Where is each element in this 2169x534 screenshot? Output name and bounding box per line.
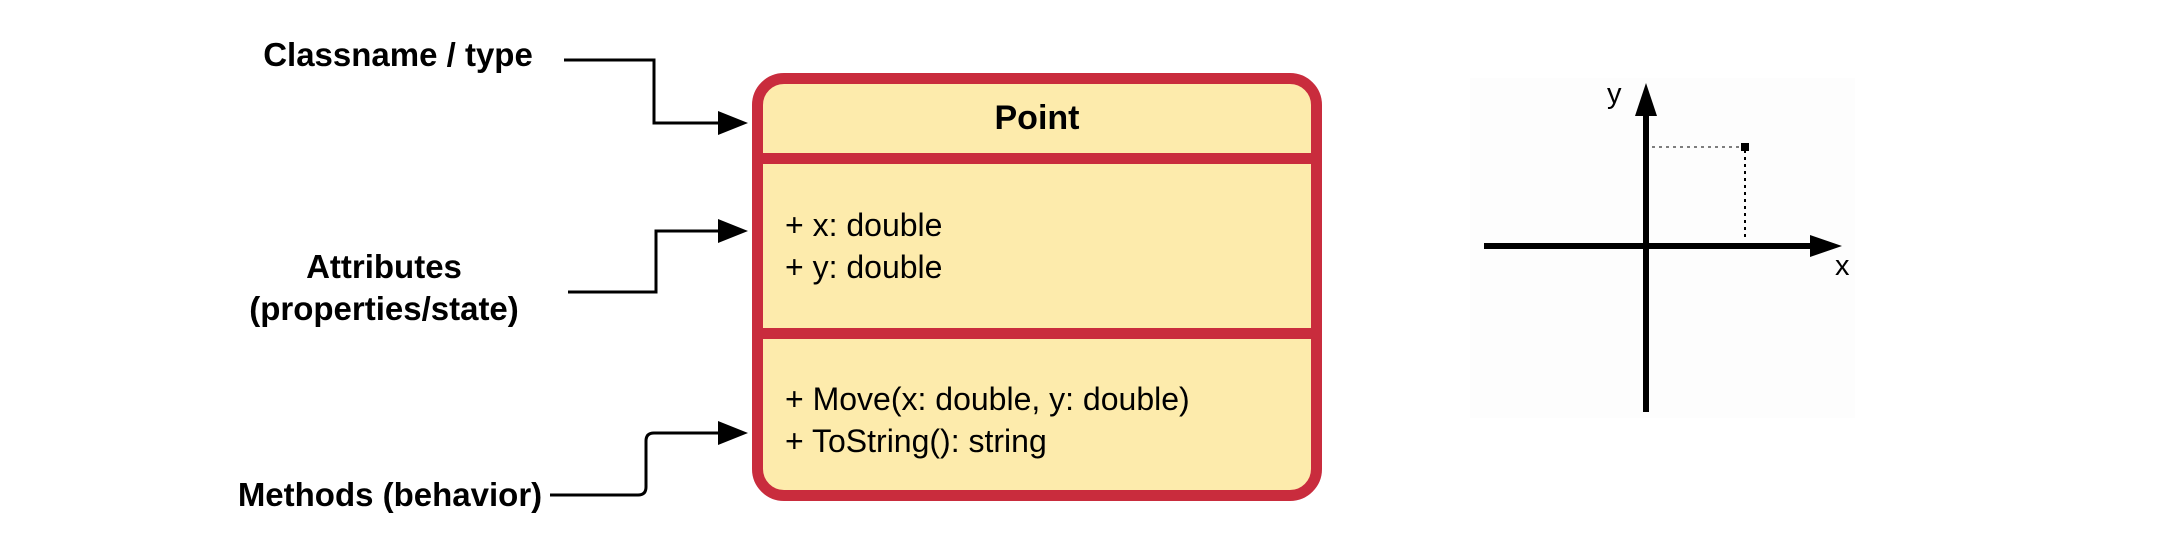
attributes-annotation-line1: Attributes [306,248,462,285]
classname-arrowhead [718,111,748,135]
methods-arrowhead [718,421,748,445]
method-item: + Move(x: double, y: double) [785,381,1190,417]
class-name: Point [763,84,1311,164]
methods-annotation: Methods (behavior) [237,476,543,513]
x-axis-arrowhead [1810,235,1842,257]
uml-class-box: Point + x: double + y: double + Move(x: … [752,73,1322,501]
y-axis-arrowhead [1635,83,1657,116]
y-axis-label: y [1607,78,1622,110]
attributes-section: + x: double + y: double [763,164,1311,339]
attributes-annotation: Attributes (properties/state) [214,246,554,330]
method-item: + ToString(): string [785,423,1047,459]
classname-connector [564,58,718,125]
classname-annotation: Classname / type [263,36,533,73]
methods-section: + Move(x: double, y: double) + ToString(… [763,339,1311,490]
attributes-arrowhead [718,219,748,243]
point-marker [1741,143,1749,151]
attributes-annotation-line2: (properties/state) [249,290,519,327]
attributes-connector [568,229,718,294]
x-axis-label: x [1835,250,1850,282]
attribute-item: + x: double [785,207,943,243]
methods-connector [550,431,718,497]
attribute-item: + y: double [785,249,943,285]
